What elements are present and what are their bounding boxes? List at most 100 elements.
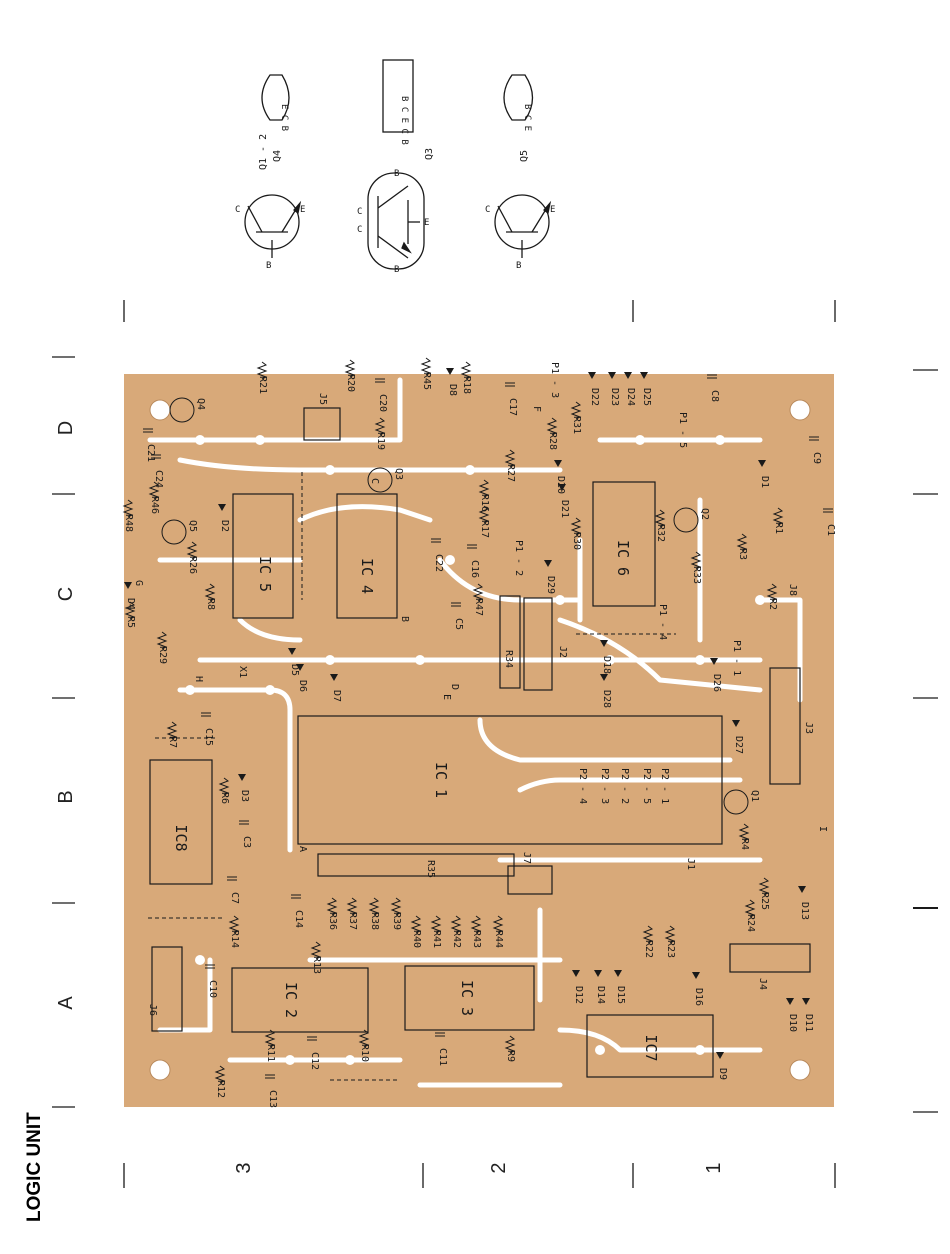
capacitor-c20: C20 bbox=[375, 378, 388, 412]
resistor-symbol bbox=[570, 517, 582, 536]
test-point-p1-1: P1 - 1 bbox=[731, 640, 742, 676]
diode-symbol bbox=[594, 970, 602, 977]
resistor-symbol bbox=[204, 583, 216, 602]
capacitor-symbol bbox=[707, 374, 717, 379]
transistor-q3: Q3 bbox=[393, 468, 404, 480]
resistor-label: R16 bbox=[479, 494, 490, 512]
j6-label: J6 bbox=[147, 1004, 158, 1016]
capacitor-label: C9 bbox=[811, 452, 822, 464]
transistor-label: Q4 bbox=[195, 398, 206, 410]
pin-label: E bbox=[550, 205, 555, 215]
capacitor-symbol bbox=[435, 1032, 445, 1037]
capacitor-label: C16 bbox=[469, 560, 480, 578]
ic6-label: IC 6 bbox=[614, 540, 632, 576]
resistor-symbol bbox=[766, 583, 778, 602]
diode-symbol bbox=[572, 970, 580, 977]
test-point-label: P1 - 5 bbox=[677, 412, 688, 448]
test-point-p2-4: P2 - 4 bbox=[577, 768, 588, 804]
ic8-outline bbox=[149, 759, 213, 885]
jumper-point-label: F bbox=[531, 406, 542, 412]
diode-label: D25 bbox=[641, 388, 652, 406]
resistor-symbol bbox=[460, 361, 472, 380]
pkg-pins-q5: B C E bbox=[522, 104, 532, 131]
resistor-symbol bbox=[124, 601, 136, 620]
diode-d18: D18 bbox=[600, 640, 612, 674]
diode-label: D6 bbox=[297, 680, 308, 692]
diode-d8: D8 bbox=[446, 368, 458, 396]
diode-symbol bbox=[554, 460, 562, 467]
capacitor-label: C13 bbox=[267, 1090, 278, 1108]
diode-label: D16 bbox=[693, 988, 704, 1006]
resistor-label: R32 bbox=[655, 524, 666, 542]
resistor-r1: R1 bbox=[772, 507, 784, 534]
pin-label: E bbox=[300, 205, 305, 215]
diode-d24: D24 bbox=[624, 372, 636, 406]
capacitor-c5: C5 bbox=[451, 602, 464, 630]
diode-d10: D10 bbox=[786, 998, 798, 1032]
capacitor-c3: C3 bbox=[239, 820, 252, 848]
resistor-symbol bbox=[744, 899, 756, 918]
resistor-label: R18 bbox=[461, 376, 472, 394]
capacitor-label: C10 bbox=[207, 980, 218, 998]
pin-label: C bbox=[235, 205, 240, 215]
j3-outline bbox=[769, 667, 801, 785]
ic2-outline bbox=[231, 967, 369, 1033]
jumper-point-d: D bbox=[449, 684, 460, 690]
grid-markers bbox=[52, 300, 938, 1188]
capacitor-symbol bbox=[239, 820, 249, 825]
resistor-symbol bbox=[738, 823, 750, 842]
test-point-label: P2 - 4 bbox=[577, 768, 588, 804]
jumper-point-label: B bbox=[399, 616, 410, 622]
solder-pads bbox=[185, 435, 765, 1065]
jumper-point-b: B bbox=[399, 616, 410, 622]
pin-label: C bbox=[485, 205, 490, 215]
resistor-label: R44 bbox=[493, 930, 504, 948]
capacitor-label: C21 bbox=[145, 444, 156, 462]
capacitor-label: C15 bbox=[203, 728, 214, 746]
j4-label: J4 bbox=[757, 978, 768, 990]
diode-d22: D22 bbox=[588, 372, 600, 406]
resistor-label: R45 bbox=[421, 372, 432, 390]
diode-d9: D9 bbox=[716, 1052, 728, 1080]
diode-d29: D29 bbox=[544, 560, 556, 594]
resistor-r7: R7 bbox=[166, 721, 178, 748]
page-title: LOGIC UNIT bbox=[24, 1112, 45, 1222]
transistor-body bbox=[367, 467, 393, 493]
capacitor-c1: C1 bbox=[823, 508, 836, 536]
diode-symbol bbox=[330, 674, 338, 681]
resistor-symbol bbox=[264, 1029, 276, 1048]
diode-label: D13 bbox=[799, 902, 810, 920]
resistor-symbol bbox=[654, 509, 666, 528]
jumper-point-h: H bbox=[193, 676, 204, 682]
resistor-r6: R6 bbox=[218, 777, 230, 804]
diode-symbol bbox=[608, 372, 616, 379]
resistor-r5: R5 bbox=[124, 601, 136, 628]
transistor-label: Q1 bbox=[749, 790, 760, 802]
j2-outline bbox=[523, 597, 553, 691]
diode-d16: D16 bbox=[692, 972, 704, 1006]
test-point-p1-3: P1 - 3 bbox=[549, 362, 560, 398]
test-point-label: P2 - 5 bbox=[641, 768, 652, 804]
capacitor-c7: C7 bbox=[227, 876, 240, 904]
diode-d15: D15 bbox=[614, 970, 626, 1004]
resistor-symbol bbox=[374, 417, 386, 436]
resistor-label: R17 bbox=[479, 520, 490, 538]
resistor-symbol bbox=[358, 1029, 370, 1048]
resistor-r10: R10 bbox=[358, 1029, 370, 1062]
resistor-r22: R22 bbox=[642, 925, 654, 958]
resistor-label: R2 bbox=[767, 598, 778, 610]
resistor-r28: R28 bbox=[546, 417, 558, 450]
diode-label: D27 bbox=[733, 736, 744, 754]
resistor-label: R39 bbox=[391, 912, 402, 930]
transistor-label: Q5 bbox=[519, 150, 530, 162]
resistor-r36: R36 bbox=[326, 897, 338, 930]
column-letter-a: A bbox=[55, 996, 77, 1010]
resistor-label: R14 bbox=[229, 930, 240, 948]
capacitor-c11: C11 bbox=[435, 1032, 448, 1066]
resistor-r46: R46 bbox=[148, 481, 160, 514]
column-letter-b: B bbox=[55, 790, 77, 803]
resistor-symbol bbox=[420, 357, 432, 376]
resistor-symbol bbox=[492, 915, 504, 934]
resistor-r9: R9 bbox=[504, 1035, 516, 1062]
diode-d26: D26 bbox=[710, 658, 722, 692]
